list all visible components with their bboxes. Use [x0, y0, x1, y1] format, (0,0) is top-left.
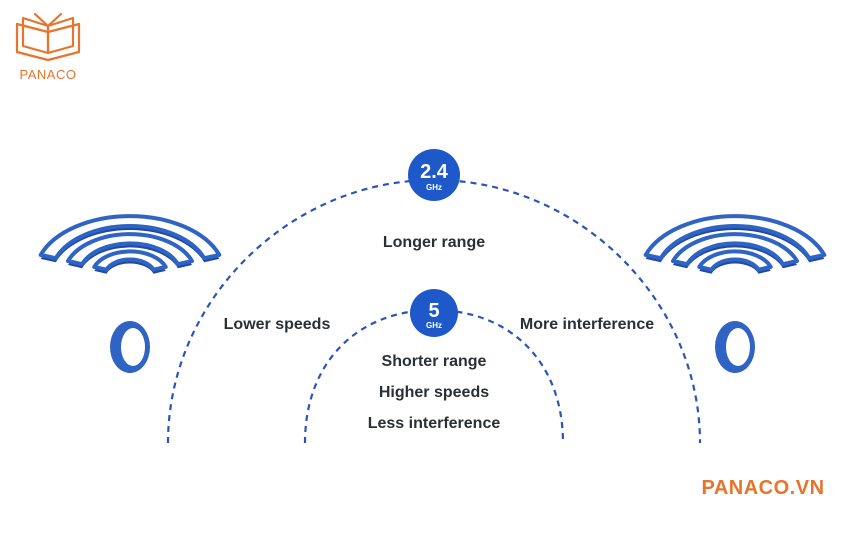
wifi-icon: [38, 214, 222, 373]
open-book-icon: [15, 12, 81, 62]
band-badge-5ghz: 5 GHz: [410, 289, 458, 337]
watermark-text: PANACO.VN: [701, 477, 824, 499]
wifi-icon: [643, 214, 827, 373]
badge-value: 5: [428, 300, 439, 322]
badge-unit: GHz: [426, 321, 442, 330]
outer-speed-label: Lower speeds: [224, 316, 331, 333]
inner-range-label: Shorter range: [382, 353, 487, 370]
inner-band-arc: [303, 308, 565, 444]
badge-value: 2.4: [420, 161, 449, 183]
outer-band-arc: [166, 178, 702, 444]
band-badge-2-4ghz: 2.4 GHz: [408, 149, 460, 201]
inner-speed-label: Higher speeds: [379, 384, 489, 401]
outer-range-label: Longer range: [383, 234, 485, 251]
inner-interference-label: Less interference: [368, 415, 501, 432]
badge-unit: GHz: [426, 183, 442, 192]
panaco-logo: PANACO: [15, 12, 81, 82]
logo-name: PANACO: [20, 67, 77, 82]
outer-interference-label: More interference: [520, 316, 654, 333]
